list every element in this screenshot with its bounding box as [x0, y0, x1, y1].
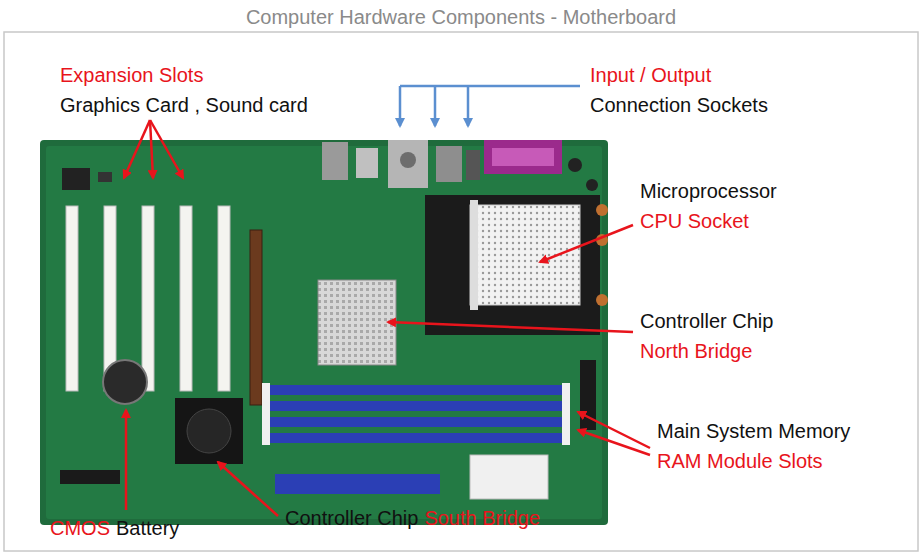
part-name: Controller Chip — [285, 507, 418, 530]
part-heading: RAM Module Slots — [657, 450, 823, 473]
part-heading: CMOS — [50, 517, 110, 540]
part-name: Connection Sockets — [590, 94, 768, 117]
part-name: Main System Memory — [657, 420, 850, 443]
part-heading: Expansion Slots — [60, 64, 203, 87]
part-heading: South Bridge — [424, 507, 540, 530]
part-name: Battery — [116, 517, 179, 540]
part-name: Graphics Card , Sound card — [60, 94, 308, 117]
part-name: Controller Chip — [640, 310, 773, 333]
part-heading: CPU Socket — [640, 210, 749, 233]
part-heading: Input / Output — [590, 64, 711, 87]
diagram-title: Computer Hardware Components - Motherboa… — [0, 6, 922, 29]
part-name: Microprocessor — [640, 180, 777, 203]
part-heading: North Bridge — [640, 340, 752, 363]
